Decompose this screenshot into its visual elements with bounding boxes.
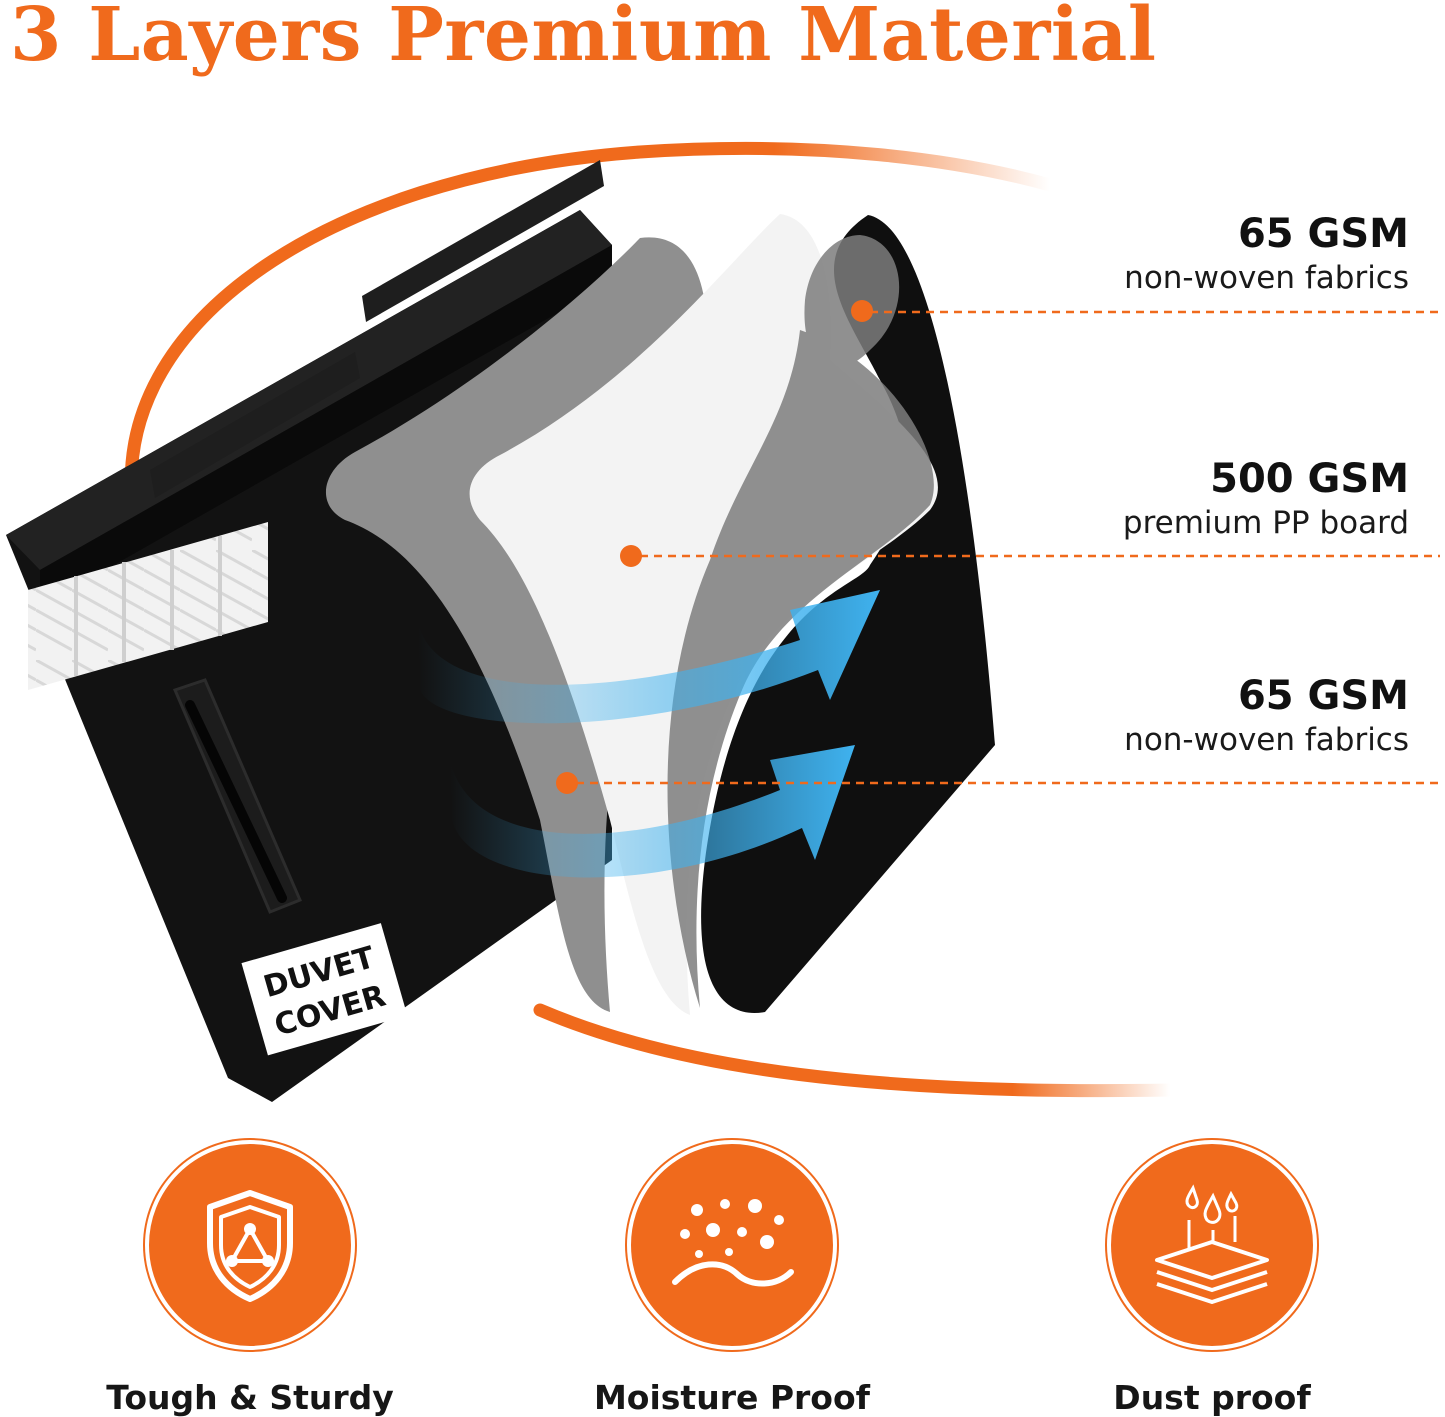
orange-arc-top (124, 141, 1057, 527)
page-title: 3 Layers Premium Material (10, 0, 1157, 78)
feature-circle (1107, 1140, 1317, 1350)
layer-label-1: 65 GSM non-woven fabrics (1124, 210, 1409, 298)
layer-desc: non-woven fabrics (1124, 722, 1409, 758)
layer-desc: non-woven fabrics (1124, 260, 1409, 296)
feature-tough-sturdy: Tough & Sturdy (80, 1140, 420, 1417)
feature-moisture-proof: Moisture Proof (562, 1140, 902, 1417)
moisture-icon (672, 1199, 794, 1287)
layer-gsm: 65 GSM (1237, 211, 1409, 257)
feature-circle (627, 1140, 837, 1350)
product-illustration: DUVET COVER (6, 141, 1440, 1102)
shield-icon (207, 1190, 293, 1302)
orange-arc-bottom (533, 1003, 1177, 1098)
callout-lines (556, 300, 1440, 794)
feature-label: Moisture Proof (593, 1378, 871, 1417)
layers-drops-icon (1155, 1184, 1269, 1304)
layer-gsm: 500 GSM (1210, 456, 1409, 502)
layer-label-3: 65 GSM non-woven fabrics (1124, 672, 1409, 760)
layer-desc: premium PP board (1122, 505, 1409, 541)
airflow-arrow-bottom (450, 745, 855, 878)
feature-label: Tough & Sturdy (106, 1378, 394, 1417)
layer-front-grey (667, 235, 934, 1008)
feature-circle (145, 1140, 355, 1350)
feature-label: Dust proof (1113, 1378, 1311, 1417)
feature-dust-proof: Dust proof (1042, 1140, 1382, 1417)
layer-label-2: 500 GSM premium PP board (1123, 455, 1409, 543)
airflow-arrow-top (418, 590, 880, 724)
layer-gsm: 65 GSM (1237, 673, 1409, 719)
